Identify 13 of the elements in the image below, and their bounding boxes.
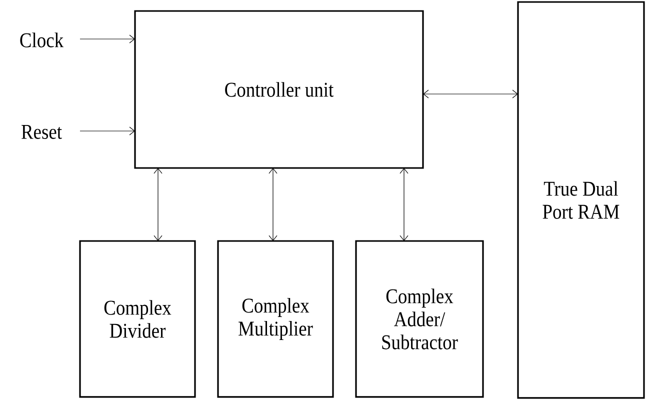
block-box: Complex Multiplier [217, 240, 334, 398]
block-box: Controller unit [134, 10, 424, 169]
signal-label: Reset [22, 125, 62, 139]
arrow [268, 168, 278, 241]
arrow [80, 34, 135, 44]
block-box: Complex Adder/ Subtractor [355, 240, 484, 398]
arrow [154, 168, 162, 241]
arrow [400, 168, 408, 241]
signal-label: Clock [20, 32, 64, 48]
block-box: Complex Divider [79, 240, 196, 398]
block-box: True Dual Port RAM [517, 1, 645, 399]
arrow [80, 126, 135, 136]
arrow [423, 90, 518, 98]
